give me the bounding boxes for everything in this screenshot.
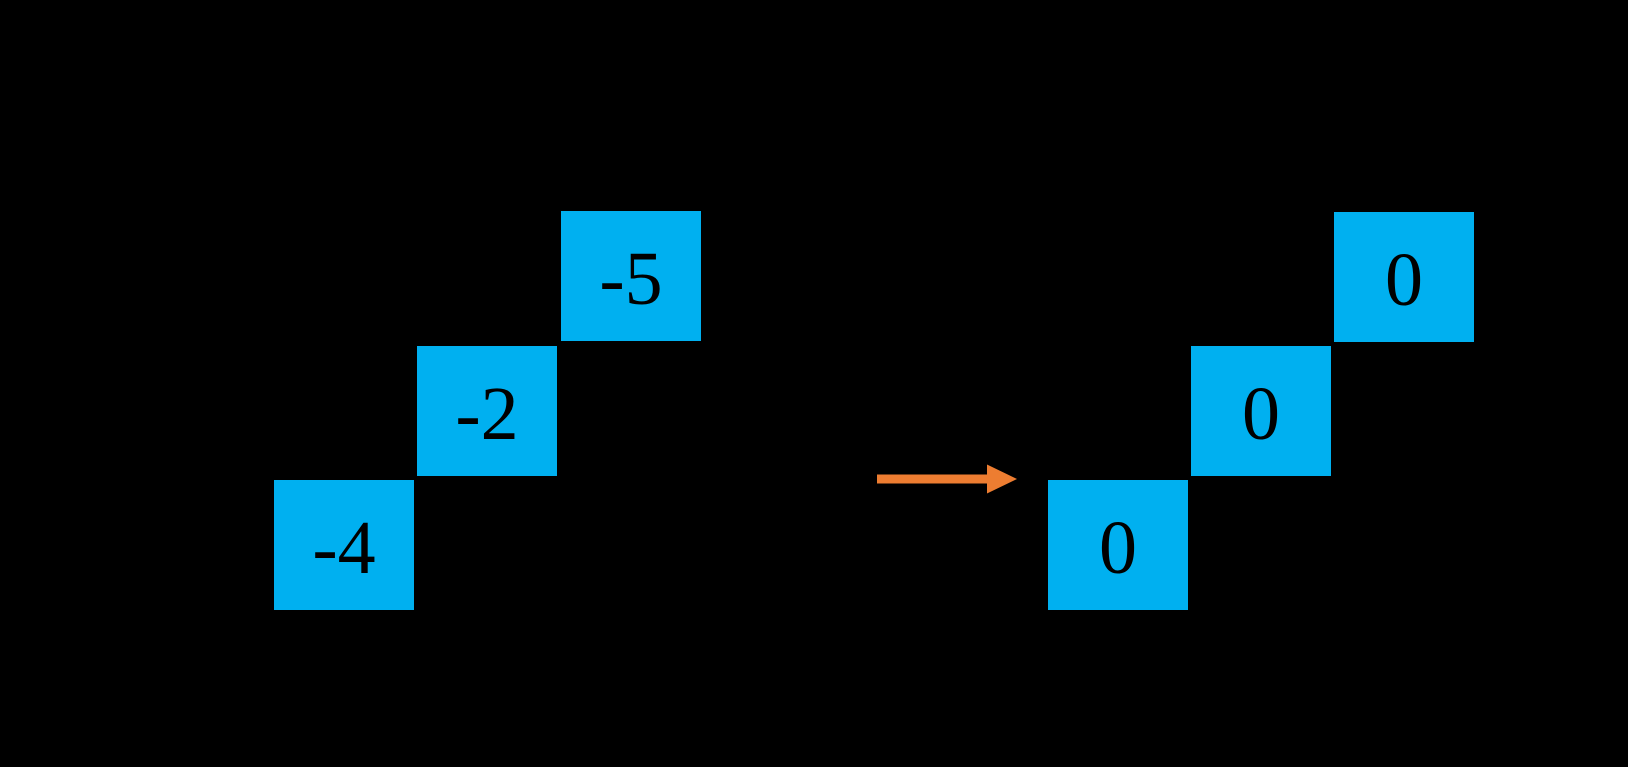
cell-value: -5 — [599, 237, 663, 321]
right-arrow-icon — [877, 464, 1017, 494]
after-cell-middle: 0 — [1191, 346, 1331, 476]
before-cell-bottom-left: -4 — [274, 480, 414, 610]
cell-value: 0 — [1099, 506, 1137, 590]
arrow-shaft — [877, 474, 991, 484]
cell-value: -4 — [312, 506, 376, 590]
arrow-head — [987, 464, 1017, 494]
after-cell-top-right: 0 — [1334, 212, 1474, 342]
before-cell-middle: -2 — [417, 346, 557, 476]
before-cell-top-right: -5 — [561, 211, 701, 341]
cell-value: 0 — [1385, 238, 1423, 322]
cell-value: 0 — [1242, 372, 1280, 456]
cell-value: -2 — [455, 372, 519, 456]
after-cell-bottom-left: 0 — [1048, 480, 1188, 610]
